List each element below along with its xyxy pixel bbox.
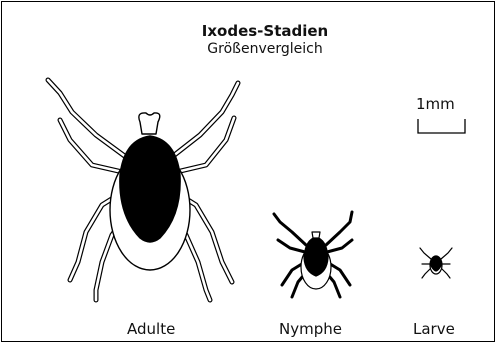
- caption-larva: Larve: [413, 320, 455, 338]
- nymph-tick-drawing: [274, 212, 352, 297]
- caption-nymph: Nymphe: [279, 320, 342, 338]
- scale-bar: [418, 119, 465, 133]
- caption-adult: Adulte: [127, 320, 175, 338]
- adult-tick-drawing: [48, 80, 238, 300]
- larva-tick-drawing: [420, 248, 452, 278]
